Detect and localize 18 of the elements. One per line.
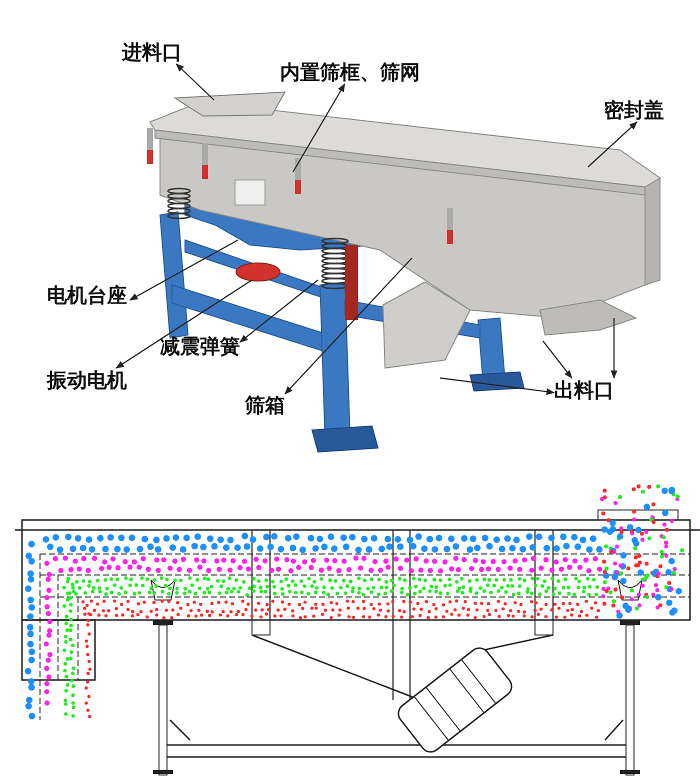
part-label: 出料口 <box>554 378 614 402</box>
part-label: 振动电机 <box>47 368 127 392</box>
part-label: 电机台座 <box>47 283 127 307</box>
leader-line <box>116 280 252 368</box>
part-label: 密封盖 <box>604 98 664 122</box>
leader-line <box>129 239 238 301</box>
part-label: 内置筛框、筛网 <box>280 60 420 84</box>
leader-line <box>440 377 555 395</box>
leader-line <box>292 83 346 172</box>
leader-line <box>610 318 618 379</box>
part-label: 减震弹簧 <box>160 334 240 358</box>
leader-line <box>588 121 638 168</box>
leader-line <box>542 340 572 379</box>
part-label: 进料口 <box>122 40 182 64</box>
leader-line <box>284 258 412 395</box>
part-label: 筛箱 <box>245 393 285 417</box>
leader-line <box>176 63 214 100</box>
leader-line <box>239 280 318 343</box>
